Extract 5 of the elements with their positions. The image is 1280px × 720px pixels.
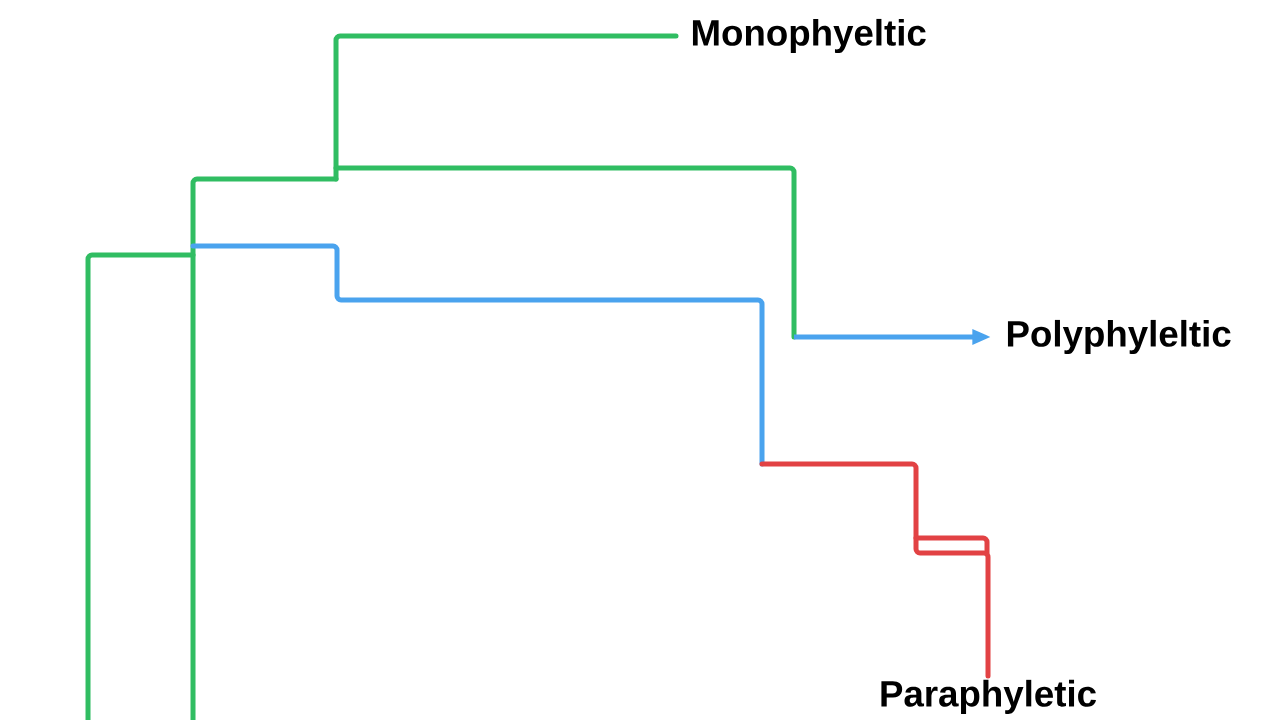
branch-line bbox=[759, 461, 991, 679]
clade-label: Polyphyleltic bbox=[1007, 319, 1231, 355]
branch-line bbox=[333, 33, 679, 182]
clade-label: Monophyeltic bbox=[692, 18, 926, 54]
clade-label: Paraphyletic bbox=[881, 679, 1096, 714]
